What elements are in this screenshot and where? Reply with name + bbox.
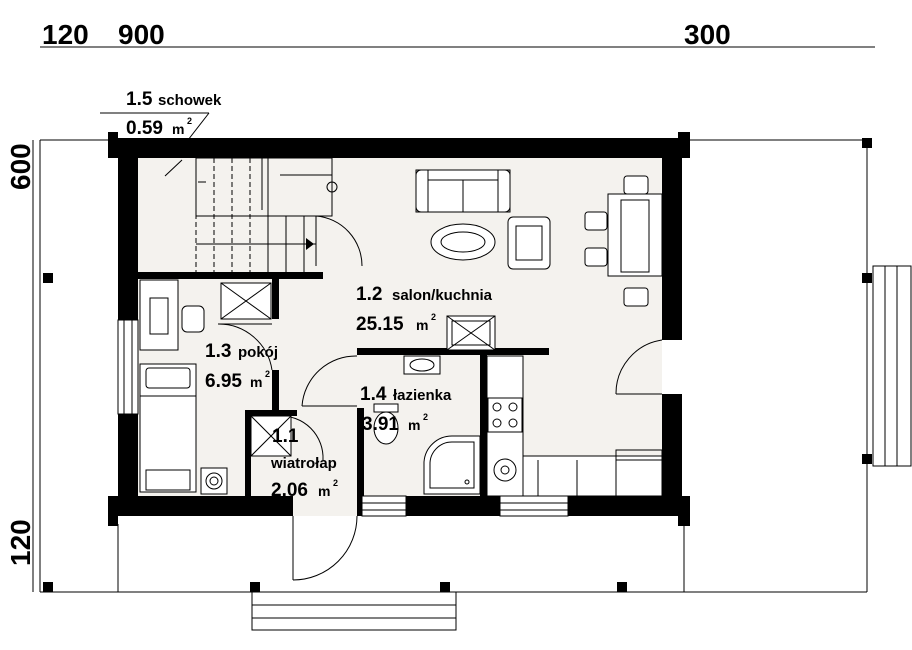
room-1-5-area: 0.59	[126, 118, 163, 139]
room-1-5-sup: 2	[187, 116, 192, 126]
room-1-4-area: 3.91	[362, 414, 399, 435]
left-dimension: 600 120	[5, 140, 36, 592]
room-1-5-name: schowek	[158, 92, 222, 109]
room-1-2-code: 1.2	[356, 284, 382, 305]
room-1-4-code: 1.4	[360, 384, 387, 405]
floor-area	[138, 158, 662, 496]
dim-left-bottom: 120	[5, 519, 36, 566]
room-1-3-area: 6.95	[205, 371, 242, 392]
windows	[117, 319, 569, 517]
room-1-1-sup: 2	[333, 478, 338, 488]
dim-left-top: 600	[5, 143, 36, 190]
room-1-2-sup: 2	[431, 312, 436, 322]
room-1-2-name: salon/kuchnia	[392, 287, 493, 304]
label-room-1-2: 1.2 salon/kuchnia 25.15 m 2	[356, 284, 493, 335]
room-1-5-code: 1.5	[126, 89, 153, 110]
interior-walls	[138, 272, 549, 496]
room-1-4-name: łazienka	[393, 387, 452, 404]
label-room-1-1: 1.1 wiatrołap 2.06 m 2	[270, 426, 338, 501]
staircase	[164, 157, 363, 272]
dim-top-mid: 900	[118, 19, 165, 50]
top-dimension: 120 900 300	[40, 19, 875, 50]
room-1-3-sup: 2	[265, 369, 270, 379]
room-1-1-name: wiatrołap	[270, 455, 337, 472]
room-1-3-code: 1.3	[205, 341, 231, 362]
room-1-1-code: 1.1	[272, 426, 299, 447]
room-1-1-unit: m	[318, 483, 330, 499]
terrace	[39, 138, 912, 631]
room-1-4-unit: m	[408, 417, 420, 433]
room-1-5-unit: m	[172, 121, 184, 137]
label-room-1-5: 1.5 schowek 0.59 m 2	[100, 89, 222, 141]
room-1-2-unit: m	[416, 317, 428, 333]
doors	[217, 323, 663, 581]
dim-top-right: 300	[684, 19, 731, 50]
room-1-1-area: 2.06	[271, 480, 308, 501]
room-1-2-area: 25.15	[356, 314, 404, 335]
label-room-1-4: 1.4 łazienka 3.91 m 2	[360, 384, 452, 435]
room-1-4-sup: 2	[423, 412, 428, 422]
label-room-1-3: 1.3 pokój 6.95 m 2	[205, 341, 278, 392]
room-1-3-unit: m	[250, 374, 262, 390]
furniture	[139, 169, 663, 497]
room-1-3-name: pokój	[238, 344, 278, 361]
dim-top-left: 120	[42, 19, 89, 50]
